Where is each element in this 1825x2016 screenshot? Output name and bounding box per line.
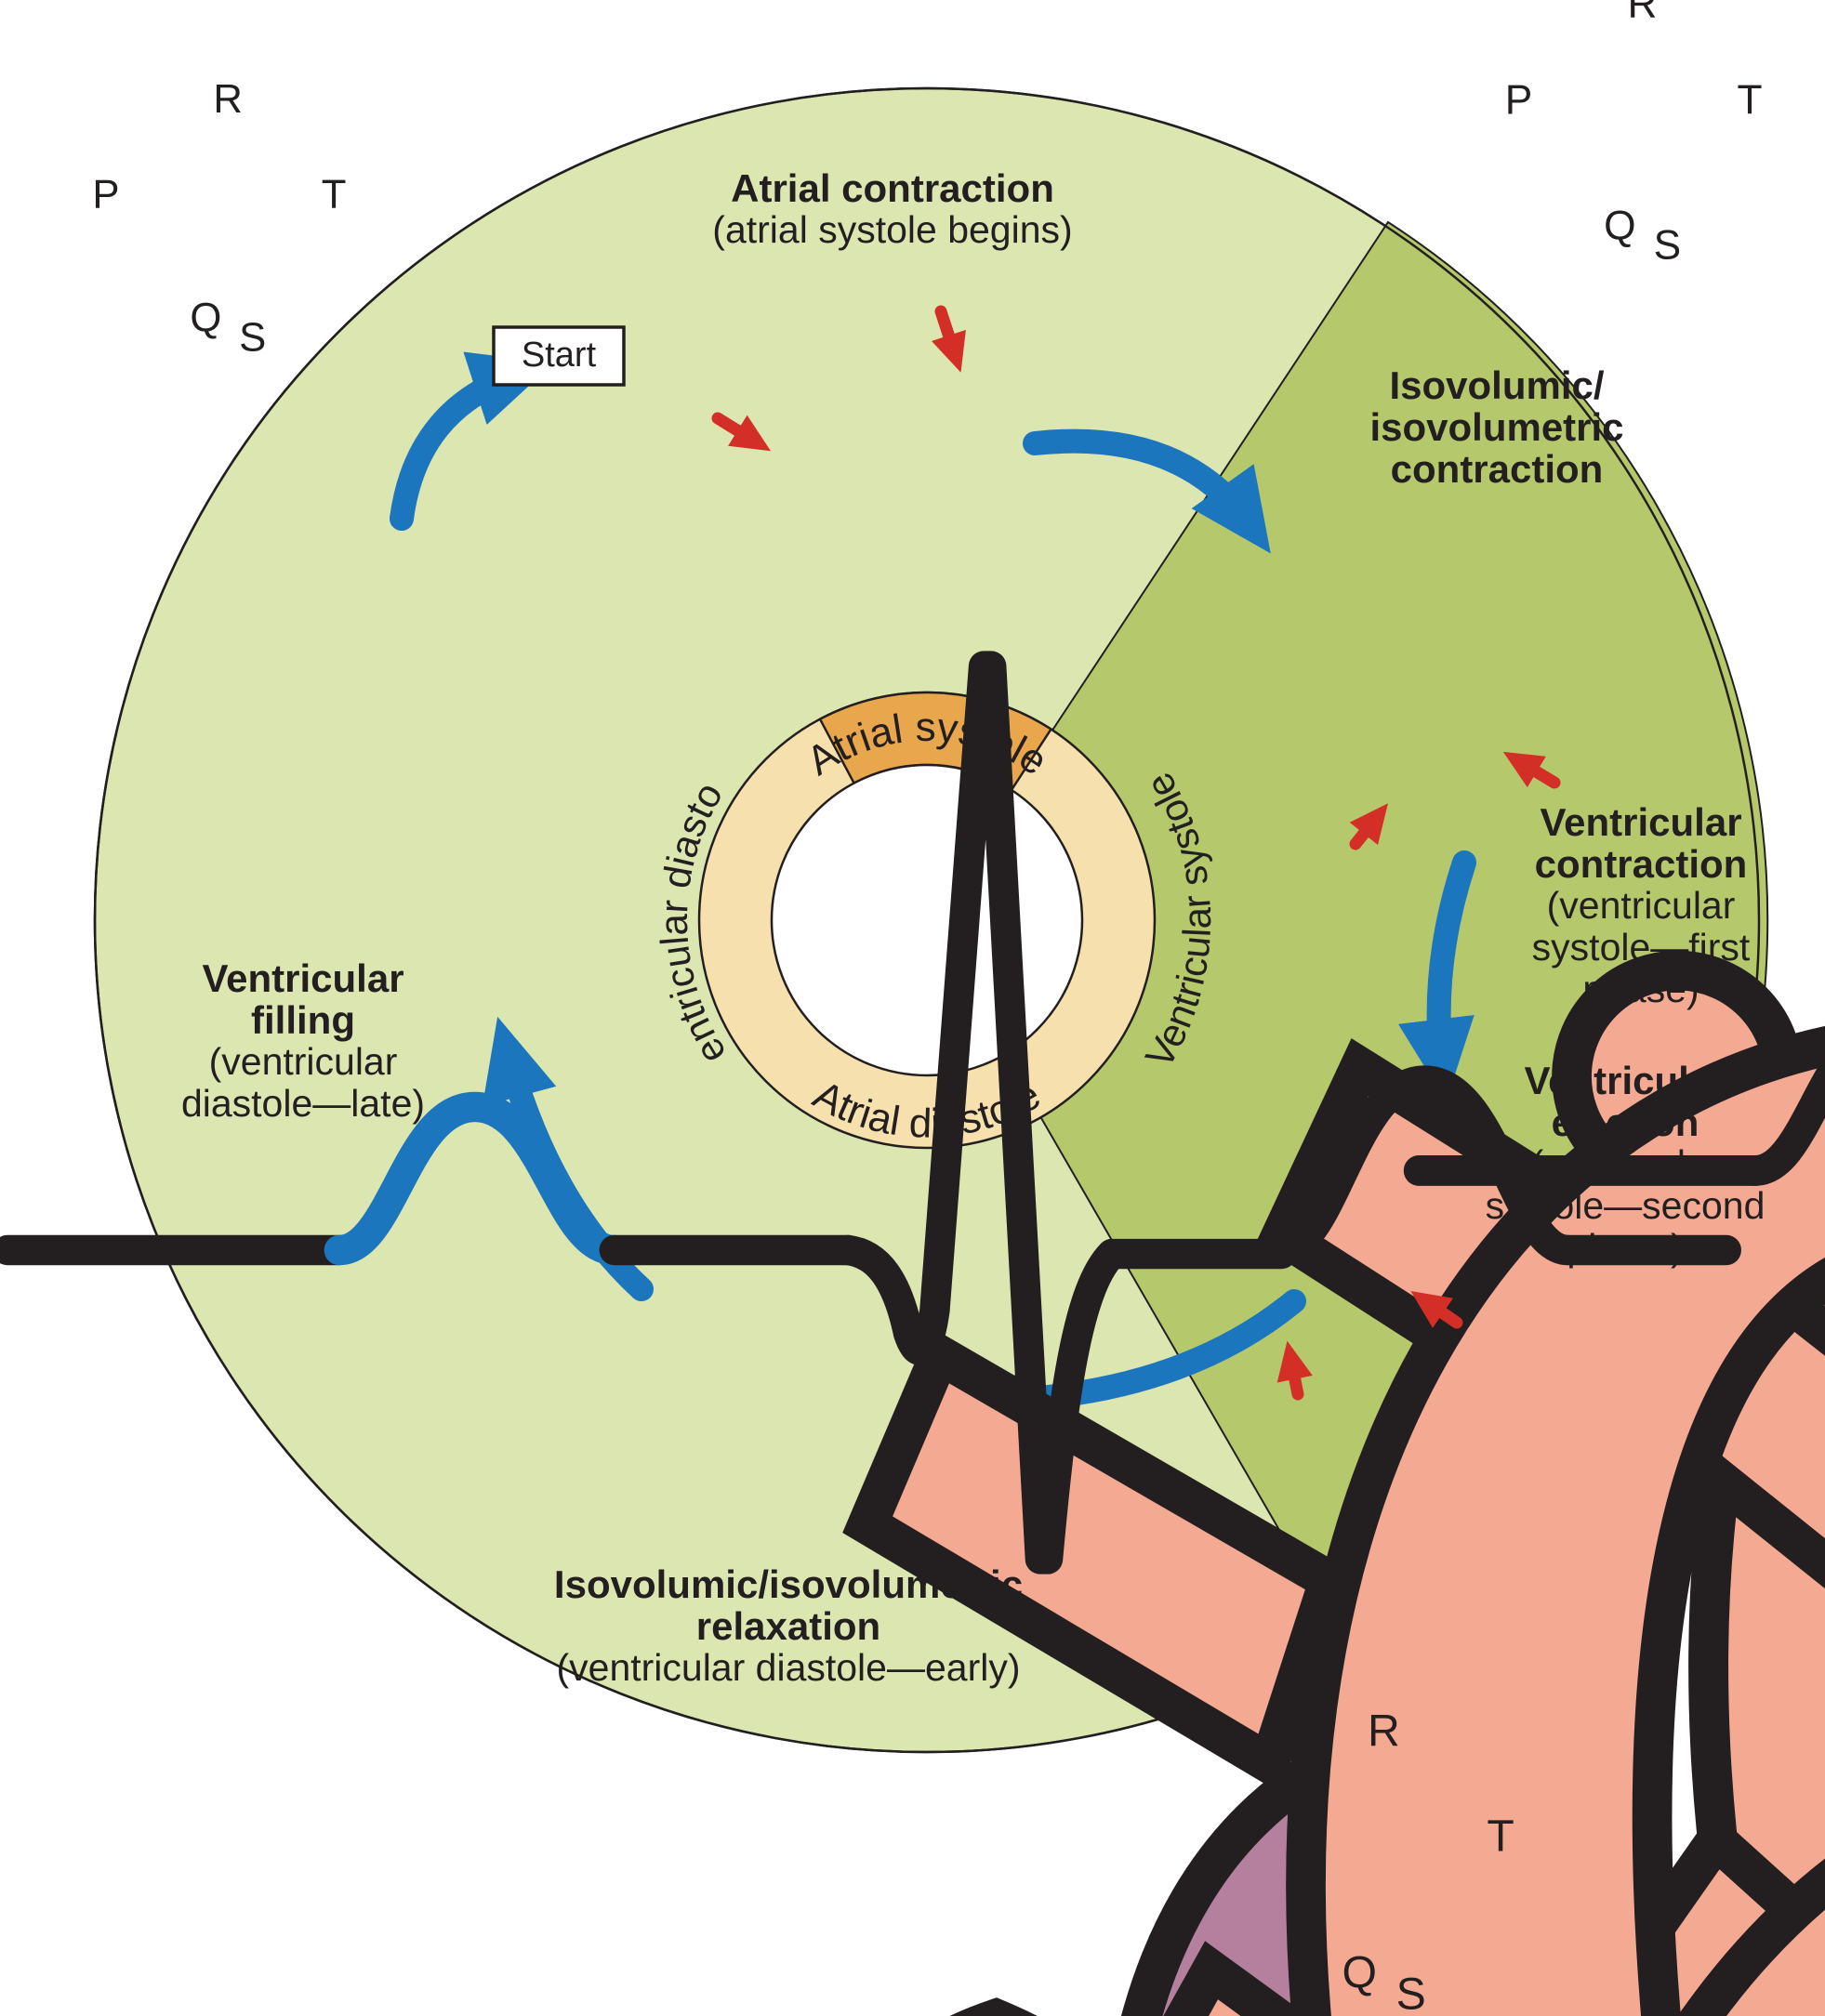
ecg-p-label: P [92,172,119,217]
label-line: ejection [1551,1100,1699,1144]
label-ventricular-ejection: Ventricular ejection (ventricular systol… [1458,1060,1792,1269]
red-arrow-contraction-right [1502,751,1561,789]
ecg-r-label: R [1627,0,1657,27]
ecg-q-label: Q [190,296,221,341]
label-line: (atrial systole begins) [712,208,1073,251]
label-line: diastole—late) [180,1082,426,1125]
ecg-s-label: S [1654,223,1682,269]
start-box: Start [492,325,626,387]
label-line: systole—first [1531,926,1751,968]
label-isovolumic-contraction: Isovolumic/ isovolumetric contraction [1311,364,1683,490]
ecg-t-label: T [1487,1812,1514,1862]
red-arrow-atrial-contraction-right [931,305,966,373]
label-line: systole—second [1485,1184,1765,1227]
cycle-disc-outline [93,86,1761,1754]
label-isovolumic-relaxation: Isovolumic/isovolumetric relaxation (ven… [509,1563,1067,1689]
label-line: (ventricular [208,1040,398,1083]
ecg-t-label: T [322,172,347,217]
label-line: phase) [1567,1226,1684,1269]
label-line: isovolumetric [1369,405,1624,449]
phase-ring-hole [770,763,1084,1077]
ecg-s-label: S [239,314,266,360]
ecg-q-label: Q [1342,1947,1376,1997]
red-arrow-contraction-bottom [1349,803,1389,850]
red-arrow-atrial-contraction-left [711,412,772,452]
ecg-r-label: R [213,76,243,122]
label-line: Ventricular [202,956,404,1000]
label-atrial-contraction: Atrial contraction (atrial systole begin… [604,167,1181,251]
ecg-q-label: Q [1604,203,1635,248]
label-line: (ventricular [1530,1142,1720,1185]
label-line: (ventricular [1546,884,1736,927]
label-line: contraction [1534,842,1748,886]
arrow-contraction-to-ejection [1397,850,1476,1102]
label-line: Isovolumic/isovolumetric [553,1562,1024,1606]
label-line: contraction [1390,447,1604,491]
ecg-t-label: T [1737,78,1762,124]
label-line: (ventricular diastole—early) [556,1646,1021,1689]
label-line: phase) [1582,968,1699,1010]
label-line: Ventricular [1524,1059,1726,1102]
red-arrow-ejection-right [1410,1291,1463,1329]
label-line: filling [251,998,355,1042]
start-label: Start [522,336,597,375]
label-ventricular-contraction: Ventricular contraction (ventricular sys… [1474,801,1808,1010]
label-line: Isovolumic/ [1389,363,1605,407]
ecg-r-label: R [1368,1706,1400,1756]
ecg-trace-p-highlight: P R T Q S [7,76,1726,1560]
label-line: Atrial contraction [731,166,1054,210]
ecg-p-label: P [1505,78,1533,124]
ecg-trace-t-highlight: P R T Q S [1235,1706,1514,2016]
label-line: Ventricular [1540,800,1742,844]
red-arrow-ejection-bottom [1276,1340,1313,1401]
arrow-atrial-to-isovolumic-contraction [1023,428,1271,554]
ecg-p-label: P [1235,1812,1264,1862]
ecg-trace-qrs-highlight: P R T Q S [1419,0,1825,1483]
label-ventricular-filling: Ventricular filling (ventricular diastol… [117,957,489,1125]
ecg-s-label: S [1396,1969,1426,2016]
label-line: relaxation [695,1604,881,1648]
